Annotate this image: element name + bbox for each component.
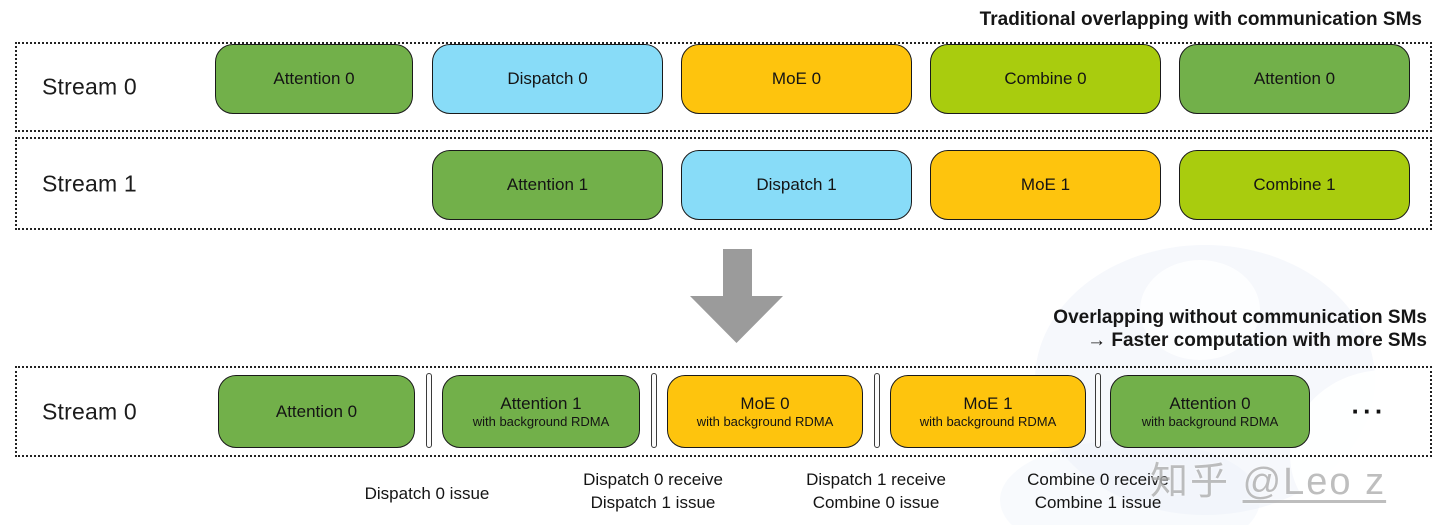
annotation-dispatch-0-issue: Dispatch 0 issue bbox=[365, 482, 490, 505]
block-attention-1-rdma: Attention 1 with background RDMA bbox=[442, 375, 640, 448]
block-sublabel: with background RDMA bbox=[919, 413, 1057, 429]
block-moe-1: MoE 1 bbox=[930, 150, 1161, 220]
annotation-combine-0-receive: Combine 0 receive Combine 1 issue bbox=[1027, 468, 1169, 514]
block-moe-0-rdma: MoE 0 with background RDMA bbox=[667, 375, 863, 448]
background-blob bbox=[1290, 370, 1440, 525]
block-label: Attention 1 bbox=[500, 393, 582, 413]
block-label: Attention 0 bbox=[1253, 69, 1336, 88]
block-label: MoE 0 bbox=[740, 393, 790, 413]
annotation-line: Dispatch 1 receive bbox=[806, 470, 946, 489]
block-label: MoE 1 bbox=[1020, 175, 1071, 194]
block-attention-0-next: Attention 0 bbox=[1179, 44, 1410, 114]
block-label: Dispatch 1 bbox=[756, 175, 837, 194]
block-attention-0-fused: Attention 0 bbox=[218, 375, 415, 448]
block-label: Combine 0 bbox=[1004, 69, 1087, 88]
block-sublabel: with background RDMA bbox=[472, 413, 610, 429]
block-moe-0: MoE 0 bbox=[681, 44, 912, 114]
stream1-panel: Stream 1 Attention 1 Dispatch 1 MoE 1 Co… bbox=[15, 137, 1432, 230]
block-attention-1: Attention 1 bbox=[432, 150, 663, 220]
block-label: Attention 0 bbox=[275, 401, 358, 421]
block-combine-1: Combine 1 bbox=[1179, 150, 1410, 220]
annotation-dispatch-1-receive: Dispatch 1 receive Combine 0 issue bbox=[806, 468, 946, 514]
stream0-fused-label: Stream 0 bbox=[42, 398, 137, 424]
block-attention-0: Attention 0 bbox=[215, 44, 413, 114]
block-combine-0: Combine 0 bbox=[930, 44, 1161, 114]
block-label: Attention 1 bbox=[506, 175, 589, 194]
annotation-line: Dispatch 0 issue bbox=[364, 484, 490, 503]
zhihu-watermark: 知乎 @Leo z bbox=[1150, 450, 1386, 505]
annotation-line: Combine 0 issue bbox=[812, 493, 940, 512]
stream1-label: Stream 1 bbox=[42, 170, 137, 196]
title-traditional: Traditional overlapping with communicati… bbox=[979, 9, 1422, 30]
block-label: Combine 1 bbox=[1253, 175, 1336, 194]
block-dispatch-0: Dispatch 0 bbox=[432, 44, 663, 114]
block-label: MoE 0 bbox=[771, 69, 822, 88]
block-label: MoE 1 bbox=[963, 393, 1013, 413]
title-overlapping: Overlapping without communication SMs → … bbox=[1053, 306, 1427, 352]
stream0-fused-panel: Stream 0 Attention 0 Attention 1 with ba… bbox=[15, 366, 1432, 457]
annotation-line: Dispatch 1 issue bbox=[590, 493, 716, 512]
block-label: Attention 0 bbox=[273, 69, 355, 88]
block-sublabel: with background RDMA bbox=[1141, 413, 1279, 429]
block-dispatch-1: Dispatch 1 bbox=[681, 150, 912, 220]
stream-sync-bar bbox=[426, 373, 432, 448]
background-blob bbox=[1140, 260, 1260, 360]
continuation-ellipsis: ··· bbox=[1351, 396, 1387, 426]
stream0-panel: Stream 0 Attention 0 Dispatch 0 MoE 0 Co… bbox=[15, 42, 1432, 132]
stream0-label: Stream 0 bbox=[42, 73, 137, 100]
annotation-line: Combine 0 receive bbox=[1027, 470, 1169, 489]
watermark-user: @Leo z bbox=[1242, 461, 1387, 503]
block-label: Dispatch 0 bbox=[507, 69, 588, 88]
block-label: Attention 0 bbox=[1169, 393, 1251, 413]
title-overlapping-line2: → Faster computation with more SMs bbox=[1087, 330, 1427, 351]
annotation-dispatch-0-receive: Dispatch 0 receive Dispatch 1 issue bbox=[583, 468, 723, 514]
block-sublabel: with background RDMA bbox=[696, 413, 834, 429]
watermark-site: 知乎 bbox=[1150, 461, 1243, 503]
annotation-line: Dispatch 0 receive bbox=[583, 470, 723, 489]
block-moe-1-rdma: MoE 1 with background RDMA bbox=[890, 375, 1086, 448]
block-attention-0-rdma: Attention 0 with background RDMA bbox=[1110, 375, 1310, 448]
title-overlapping-line1: Overlapping without communication SMs bbox=[1053, 307, 1427, 328]
stream-sync-bar bbox=[651, 373, 657, 448]
annotation-line: Combine 1 issue bbox=[1034, 493, 1162, 512]
stream-sync-bar bbox=[874, 373, 880, 448]
stream-sync-bar bbox=[1095, 373, 1101, 448]
down-arrow-icon bbox=[688, 249, 785, 345]
